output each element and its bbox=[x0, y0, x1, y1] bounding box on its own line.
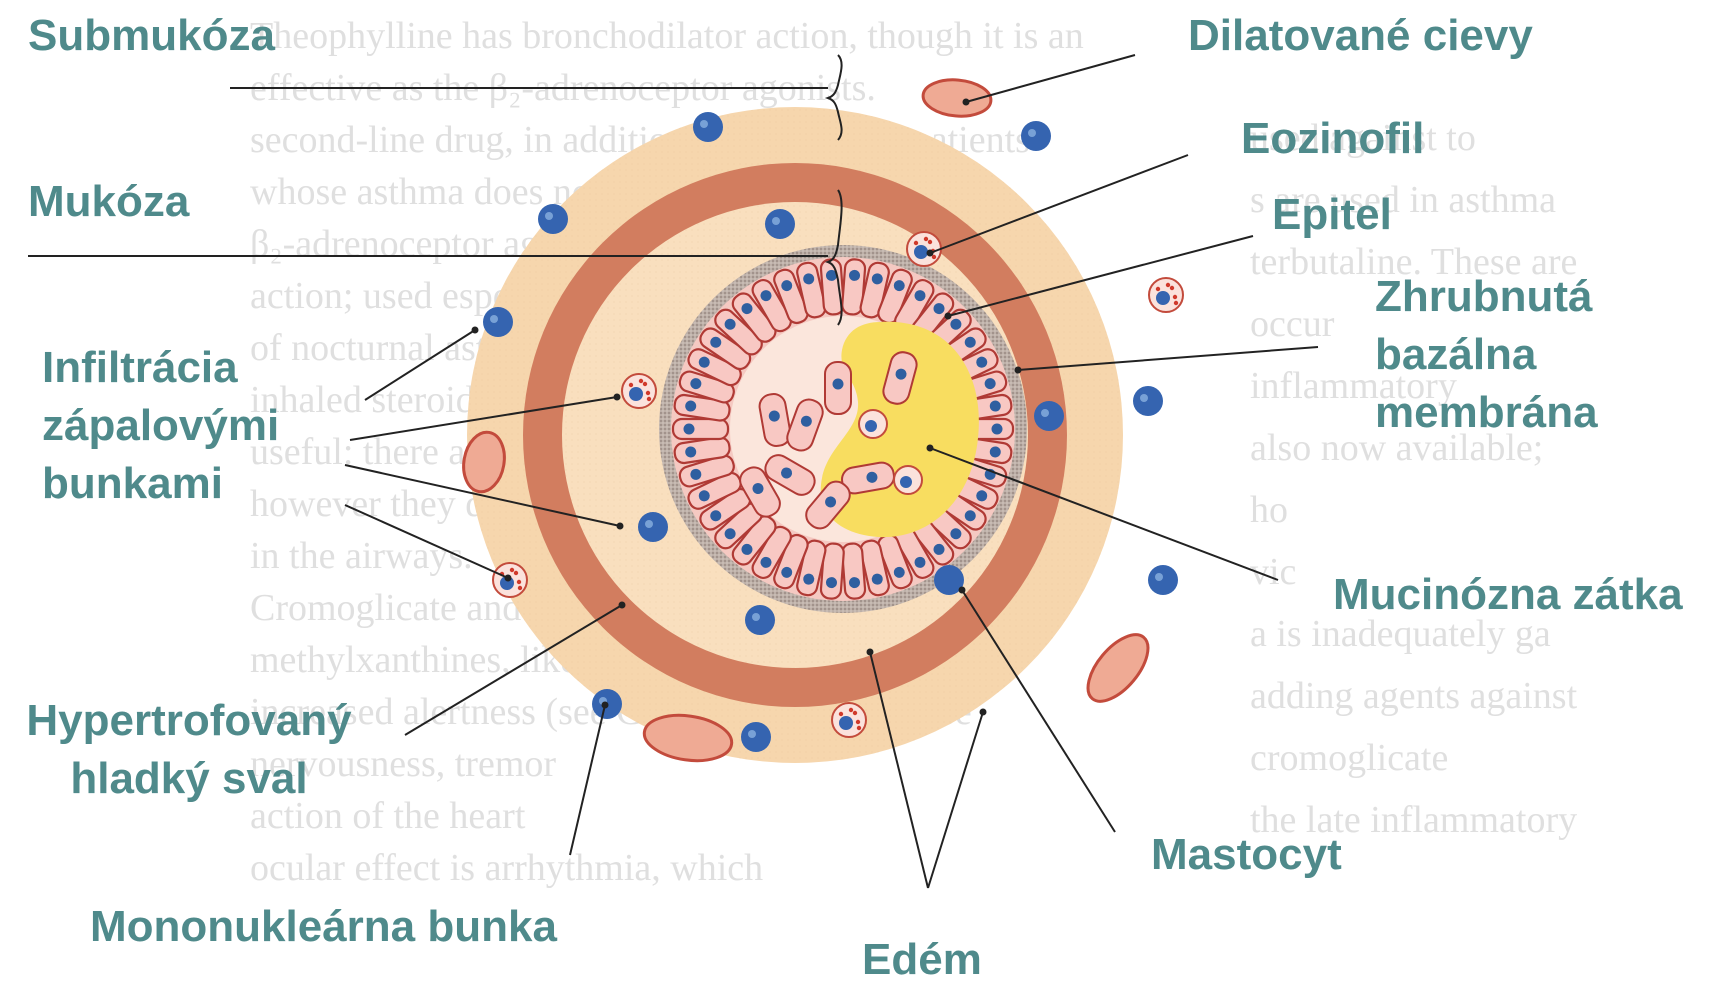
mononuclear-cell bbox=[745, 605, 775, 635]
label-submucosa: Submukóza bbox=[28, 7, 275, 65]
leader-endpoint bbox=[980, 709, 987, 716]
label-hypertrophied-smooth-muscle: Hypertrofovaný hladký sval bbox=[14, 692, 364, 808]
mononuclear-cell bbox=[638, 512, 668, 542]
leader-endpoint bbox=[602, 702, 609, 709]
label-eosinophil: Eozinofil bbox=[1241, 110, 1424, 168]
background-text-line: adding agents against bbox=[1250, 675, 1578, 717]
label-mast-cell: Mastocyt bbox=[1151, 826, 1342, 884]
leader-endpoint bbox=[1015, 367, 1022, 374]
shed-cell bbox=[825, 362, 851, 414]
background-text-line: ocular effect is arrhythmia, which bbox=[250, 847, 763, 889]
mononuclear-cell bbox=[765, 209, 795, 239]
leader-endpoint bbox=[505, 575, 512, 582]
mononuclear-cell bbox=[1021, 121, 1051, 151]
label-edema: Edém bbox=[862, 931, 982, 989]
epithelial-cell bbox=[842, 543, 866, 599]
label-mononuclear-cell: Mononukleárna bunka bbox=[90, 898, 557, 956]
mononuclear-cell bbox=[1133, 386, 1163, 416]
leader-endpoint bbox=[472, 327, 479, 334]
leader-line bbox=[966, 55, 1135, 102]
label-thickened-basement-membrane: Zhrubnutá bazálna membrána bbox=[1375, 268, 1598, 442]
background-text-line: ho bbox=[1250, 489, 1288, 531]
label-inflammatory-infiltration: Infiltrácia zápalovými bunkami bbox=[42, 339, 279, 513]
epithelial-nucleus bbox=[684, 424, 695, 435]
mononuclear-cell bbox=[693, 112, 723, 142]
mononuclear-cell bbox=[741, 722, 771, 752]
leader-line bbox=[928, 712, 983, 888]
label-dilated-vessels: Dilatované cievy bbox=[1188, 7, 1533, 65]
label-mucosa: Mukóza bbox=[28, 173, 189, 231]
leader-endpoint bbox=[959, 587, 966, 594]
background-text-line: cromoglicate bbox=[1250, 737, 1448, 779]
mononuclear-cell bbox=[538, 204, 568, 234]
blood-vessel bbox=[1077, 625, 1159, 712]
label-mucinous-plug: Mucinózna zátka bbox=[1333, 566, 1683, 624]
label-epithelium: Epitel bbox=[1272, 186, 1392, 244]
background-text-line: in the airways. bbox=[250, 535, 473, 577]
leader-endpoint bbox=[927, 250, 934, 257]
mononuclear-cell bbox=[483, 307, 513, 337]
leader-endpoint bbox=[619, 602, 626, 609]
leader-endpoint bbox=[867, 649, 874, 656]
leader-endpoint bbox=[927, 445, 934, 452]
mononuclear-cell bbox=[1034, 401, 1064, 431]
leader-endpoint bbox=[614, 394, 621, 401]
leader-endpoint bbox=[617, 523, 624, 530]
epithelial-cell bbox=[673, 419, 728, 439]
background-text-line: occur bbox=[1250, 303, 1335, 345]
mononuclear-cell bbox=[1148, 565, 1178, 595]
epithelial-nucleus bbox=[992, 424, 1003, 435]
leader-endpoint bbox=[945, 313, 952, 320]
leader-endpoint bbox=[963, 99, 970, 106]
background-text-line: Theophylline has bronchodilator action, … bbox=[250, 15, 1084, 57]
